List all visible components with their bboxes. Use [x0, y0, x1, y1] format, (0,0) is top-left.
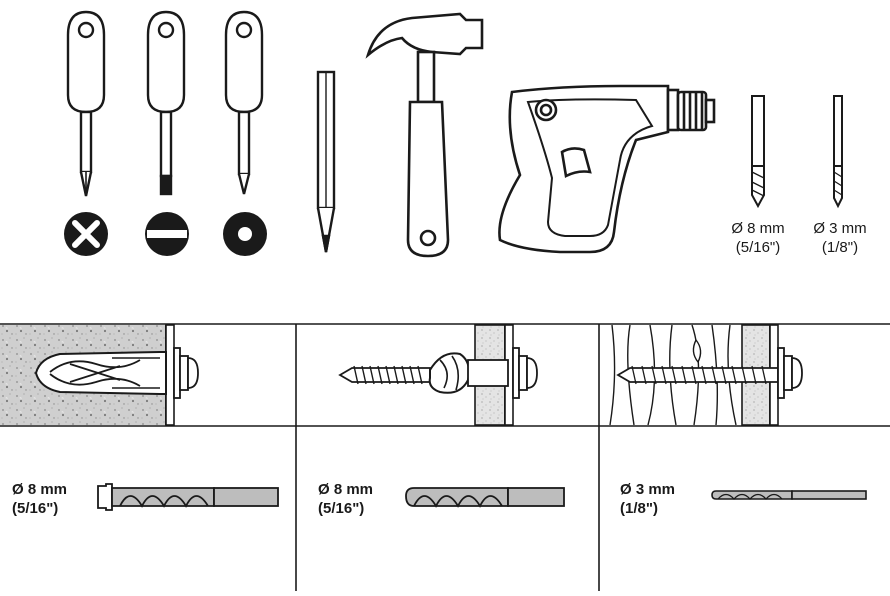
bit-label-8mm: Ø 8 mm (5/16")	[723, 219, 793, 257]
flat-slot-icon	[145, 212, 189, 256]
phillips-cross-icon	[64, 212, 108, 256]
wall-grid	[0, 323, 890, 591]
screwdriver-torx-icon	[224, 10, 264, 195]
power-drill-icon	[498, 84, 716, 254]
drill-label-wood: Ø 3 mm (1/8")	[620, 480, 675, 518]
drill-bit-8mm-icon	[751, 95, 765, 209]
concrete-drill-metric: Ø 8 mm	[12, 481, 68, 498]
concrete-drill-imperial: (5/16")	[12, 500, 59, 517]
plasterboard-drill-metric: Ø 8 mm	[318, 481, 374, 498]
drill-label-concrete: Ø 8 mm (5/16")	[12, 480, 67, 518]
drill-bit-3mm-lower-icon	[711, 490, 867, 500]
wood-drill-imperial: (1/8")	[620, 500, 658, 517]
pencil-icon	[316, 70, 336, 253]
drill-label-plasterboard: Ø 8 mm (5/16")	[318, 480, 373, 518]
bit-3mm-imperial: (1/8")	[821, 239, 859, 256]
drill-bit-3mm-icon	[833, 95, 843, 209]
wood-screw-icon	[600, 324, 803, 426]
bit-3mm-metric: Ø 3 mm	[813, 220, 867, 237]
drill-bit-8mm-lower-icon	[405, 487, 565, 508]
hammer-icon	[365, 12, 484, 258]
bit-label-3mm: Ø 3 mm (1/8")	[805, 219, 875, 257]
wood-drill-metric: Ø 3 mm	[620, 481, 676, 498]
bit-8mm-imperial: (5/16")	[735, 239, 781, 256]
torx-dot-icon	[223, 212, 267, 256]
plasterboard-anchor-icon	[338, 324, 538, 426]
masonry-bit-8mm-icon	[97, 483, 279, 511]
plasterboard-drill-imperial: (5/16")	[318, 500, 365, 517]
screwdriver-phillips-icon	[66, 10, 106, 197]
screwdriver-flat-icon	[146, 10, 186, 196]
bit-8mm-metric: Ø 8 mm	[731, 220, 785, 237]
concrete-wall-plug-icon	[0, 324, 199, 426]
